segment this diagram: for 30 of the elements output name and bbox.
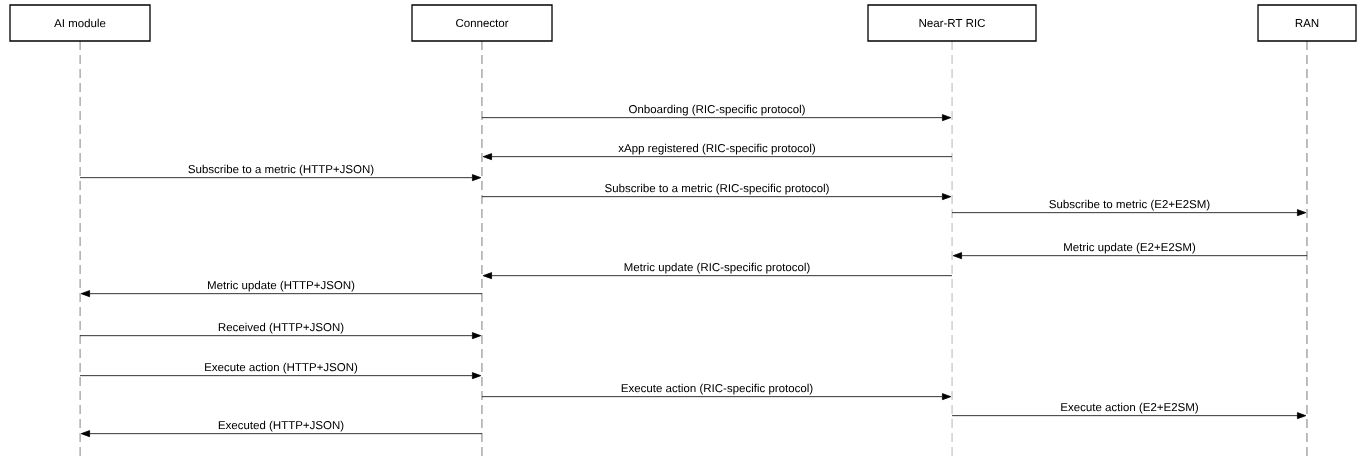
message-arrow	[952, 252, 1308, 260]
message-label: Received (HTTP+JSON)	[218, 322, 344, 334]
participant-box: Connector	[411, 4, 553, 42]
message-label: Metric update (RIC-specific protocol)	[624, 262, 810, 274]
message-arrow	[482, 272, 953, 280]
message-arrow	[482, 153, 953, 161]
message-label: Onboarding (RIC-specific protocol)	[629, 104, 805, 116]
message-arrow	[951, 209, 1307, 217]
message-arrow	[79, 332, 482, 340]
message-label: Subscribe to a metric (HTTP+JSON)	[188, 164, 374, 176]
message-label: Metric update (E2+E2SM)	[1064, 242, 1196, 254]
message-label: Execute action (E2+E2SM)	[1061, 402, 1198, 414]
message-arrow	[79, 372, 482, 380]
message-label: xApp registered (RIC-specific protocol)	[618, 143, 815, 155]
message-label: Executed (HTTP+JSON)	[218, 420, 344, 432]
message-arrow	[481, 393, 952, 401]
message-label: Subscribe to metric (E2+E2SM)	[1049, 199, 1210, 211]
participant-box: Near-RT RIC	[867, 4, 1037, 42]
message-arrow	[80, 290, 483, 298]
message-arrow	[80, 430, 483, 438]
message-label: Execute action (HTTP+JSON)	[205, 362, 358, 374]
message-label: Subscribe to a metric (RIC-specific protocol)	[605, 183, 829, 195]
message-arrow	[951, 412, 1307, 420]
participant-box: RAN	[1257, 4, 1357, 42]
message-arrow	[481, 114, 952, 122]
message-label: Execute action (RIC-specific protocol)	[621, 383, 813, 395]
message-arrow	[481, 193, 952, 201]
message-label: Metric update (HTTP+JSON)	[208, 280, 355, 292]
message-arrow	[79, 174, 482, 182]
participant-box: AI module	[9, 4, 151, 42]
